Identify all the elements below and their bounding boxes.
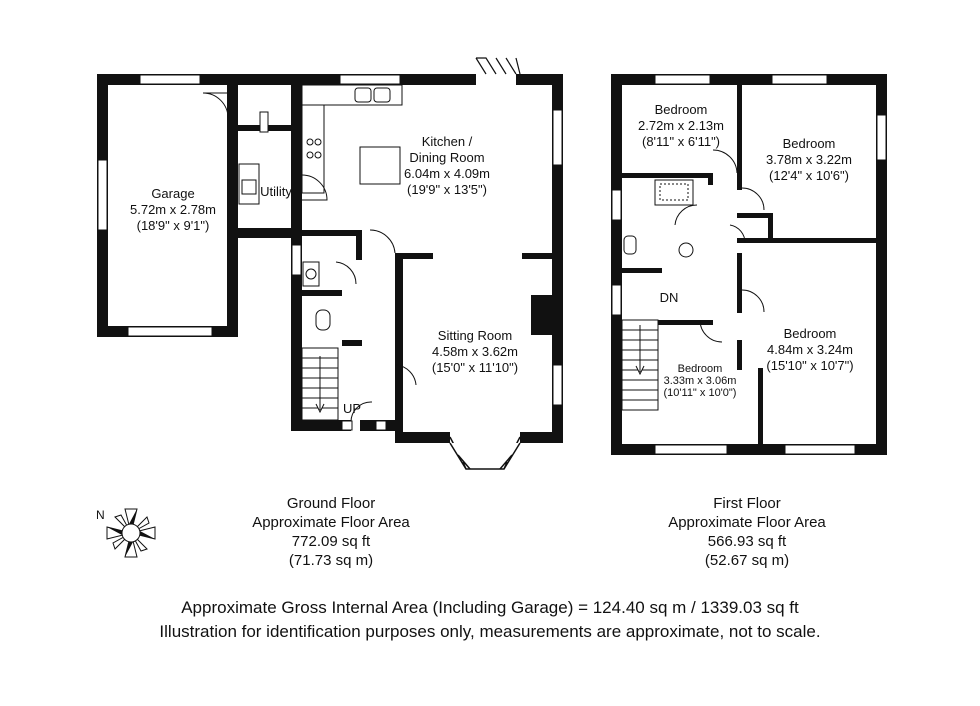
bed1-imperial: (8'11" x 6'11") [642, 134, 720, 149]
first-caption-line1: First Floor [713, 495, 781, 512]
bed3-name: Bedroom [784, 326, 837, 341]
compass-icon [106, 508, 156, 558]
disclaimer-note: Illustration for identification purposes… [159, 622, 821, 641]
bed1-name: Bedroom [655, 102, 708, 117]
up-label: UP [343, 401, 361, 416]
sitting-imperial: (15'0" x 11'10") [432, 360, 518, 375]
bathroom-fixtures [623, 179, 694, 258]
bed4-imperial: (10'11" x 10'0") [664, 387, 737, 399]
first-floor-caption: First Floor Approximate Floor Area 566.9… [637, 494, 857, 570]
first-floor-windows [611, 74, 887, 455]
bed3-metric: 4.84m x 3.24m [767, 342, 853, 357]
ground-floor-caption: Ground Floor Approximate Floor Area 772.… [221, 494, 441, 570]
garage-name: Garage [151, 186, 194, 201]
ground-caption-line1: Ground Floor [286, 495, 376, 512]
sitting-name: Sitting Room [438, 328, 512, 343]
first-caption-line4: (52.67 sq m) [704, 552, 790, 569]
room-labels: Garage 5.72m x 2.78m (18'9" x 9'1") Util… [130, 102, 854, 416]
bay-window [449, 436, 521, 470]
ground-caption-line2: Approximate Floor Area [252, 514, 410, 531]
garage-windows [97, 74, 213, 337]
sitting-metric: 4.58m x 3.62m [432, 344, 518, 359]
first-floor-doors [674, 149, 765, 343]
kitchen-units [301, 84, 403, 194]
kitchen-name-1: Kitchen / [422, 134, 473, 149]
garage-imperial: (18'9" x 9'1") [137, 218, 210, 233]
ground-stairs [301, 347, 339, 421]
bifold-door [475, 57, 521, 75]
first-floor-stairs [621, 319, 659, 411]
kitchen-imperial: (19'9" x 13'5") [407, 182, 487, 197]
ground-floor-plan [97, 57, 563, 470]
first-caption-line3: 566.93 sq ft [707, 533, 787, 550]
kitchen-name-2: Dining Room [409, 150, 484, 165]
ground-wc [302, 261, 331, 331]
garage-metric: 5.72m x 2.78m [130, 202, 216, 217]
north-label: N [96, 508, 105, 522]
dn-label: DN [660, 290, 679, 305]
ground-doors [301, 174, 417, 431]
bed1-metric: 2.72m x 2.13m [638, 118, 724, 133]
bed4-metric: 3.33m x 3.06m [664, 375, 737, 387]
ground-caption-line3: 772.09 sq ft [291, 533, 371, 550]
bed2-name: Bedroom [783, 136, 836, 151]
utility-name: Utility [260, 184, 292, 199]
ground-caption-line4: (71.73 sq m) [288, 552, 374, 569]
bed3-imperial: (15'10" x 10'7") [766, 358, 853, 373]
bed2-imperial: (12'4" x 10'6") [769, 168, 849, 183]
bed4-name: Bedroom [678, 363, 723, 375]
utility-door [202, 92, 229, 119]
ground-main-windows [291, 74, 563, 406]
kitchen-metric: 6.04m x 4.09m [404, 166, 490, 181]
first-caption-line2: Approximate Floor Area [668, 514, 826, 531]
bed2-metric: 3.78m x 3.22m [766, 152, 852, 167]
first-floor-walls [611, 74, 887, 455]
small-room-labels: Bedroom 3.33m x 3.06m (10'11" x 10'0") [664, 363, 737, 399]
first-floor-plan [611, 74, 887, 455]
gross-area-note: Approximate Gross Internal Area (Includi… [181, 598, 799, 617]
utility-fixtures [238, 111, 269, 205]
